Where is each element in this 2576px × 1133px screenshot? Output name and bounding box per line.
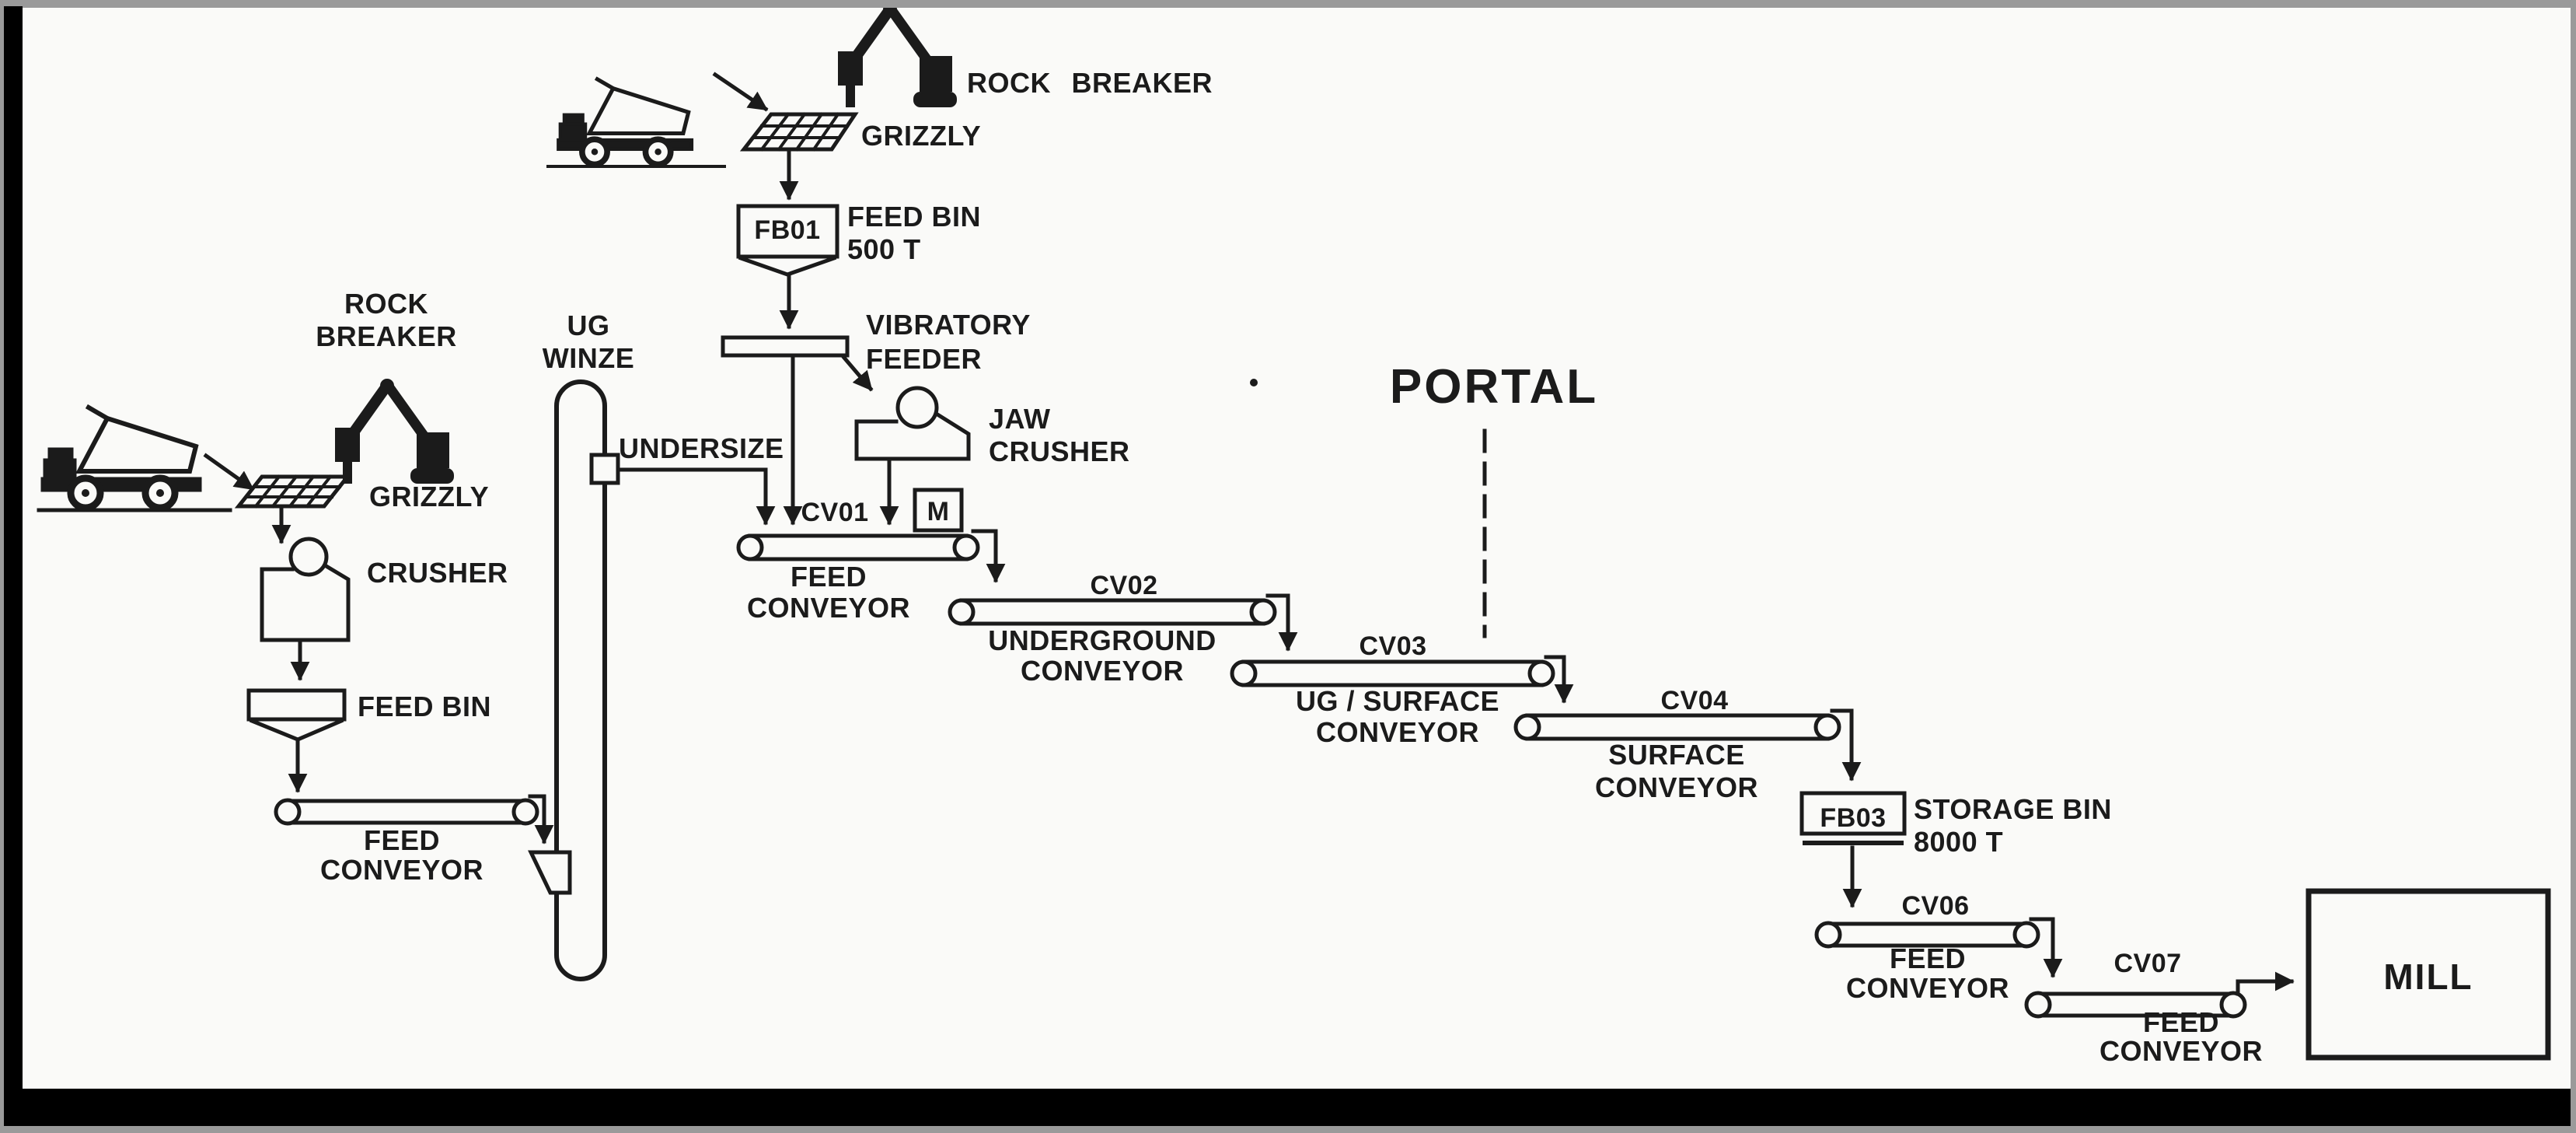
label-cv07-name: FEED CONVEYOR	[2099, 1006, 2264, 1067]
label-motor: M	[927, 497, 950, 526]
frame-bottom-bar	[4, 1089, 2571, 1126]
conveyor-cv03	[1230, 655, 1574, 704]
feed-bin-fb01	[736, 204, 839, 277]
frame-left-bar	[4, 6, 23, 1128]
vibratory-feeder-icon	[721, 335, 850, 358]
label-grizzly-top: GRIZZLY	[861, 120, 982, 152]
label-cv04-tag: CV04	[1660, 686, 1729, 715]
label-vibratory-feeder: VIBRATORY FEEDER	[866, 309, 1031, 375]
winze-chute-icon	[528, 850, 572, 895]
rock-breaker-icon	[838, 2, 957, 107]
frame-top-strip	[0, 0, 2576, 8]
frame-left-gray	[0, 0, 4, 1133]
label-cv01-name: FEED CONVEYOR	[746, 561, 911, 624]
label-grizzly-left: GRIZZLY	[369, 481, 490, 512]
label-cv03-name: UG / SURFACE CONVEYOR	[1295, 685, 1500, 748]
conveyor-left-feed	[274, 794, 554, 845]
arrow-truck-to-grizzly-left	[203, 453, 255, 491]
undersize-line	[589, 453, 776, 526]
feed-bin-left-icon	[246, 688, 347, 742]
conveyor-cv06	[1814, 917, 2063, 978]
rock-breaker-icon	[335, 379, 454, 484]
label-jaw-crusher: JAW CRUSHER	[989, 403, 1130, 467]
label-cv04-name: SURFACE CONVEYOR	[1594, 739, 1759, 803]
arrow-feeder-to-jaw-crusher	[841, 355, 874, 392]
label-crusher-left: CRUSHER	[367, 557, 508, 589]
label-fb01-tag: FB01	[754, 215, 821, 245]
label-fb03-tag: FB03	[1820, 803, 1887, 833]
label-feed-bin-left: FEED BIN	[358, 691, 492, 722]
storage-bin-fb03	[1799, 791, 1907, 845]
label-cv07-tag: CV07	[2114, 949, 2182, 978]
crusher-icon	[260, 537, 351, 642]
conveyor-cv04	[1513, 708, 1862, 782]
frame-right-strip	[2571, 0, 2576, 1133]
label-cv06-name: FEED CONVEYOR	[1845, 942, 2010, 1004]
label-rock-breaker-left: ROCK BREAKER	[316, 288, 457, 352]
label-cv02-tag: CV02	[1090, 571, 1158, 600]
truck-icon	[558, 79, 692, 165]
arrow-truck-to-grizzly-top	[712, 72, 769, 112]
ug-winze-shaft	[554, 379, 607, 981]
label-cv06-tag: CV06	[1901, 891, 1970, 921]
winze-grizzly-box	[589, 453, 620, 485]
label-fb01-name: FEED BIN 500 T	[847, 201, 982, 265]
label-cv01-tag: CV01	[801, 498, 869, 527]
grizzly-icon	[234, 474, 352, 509]
label-rock-breaker-top: ROCK BREAKER	[967, 67, 1213, 99]
label-undersize: UNDERSIZE	[619, 432, 784, 464]
frame-bottom-strip	[0, 1126, 2576, 1133]
label-portal: PORTAL	[1389, 360, 1599, 414]
conveyor-cv01	[736, 529, 1006, 583]
motor-box	[913, 488, 964, 533]
label-mill: MILL	[2383, 956, 2473, 997]
jaw-crusher-icon	[854, 386, 971, 461]
label-feed-conveyor-left: FEED CONVEYOR	[319, 824, 484, 886]
grizzly-icon	[739, 112, 859, 152]
conveyor-cv02	[948, 593, 1298, 652]
label-storage-bin: STORAGE BIN 8000 T	[1914, 793, 2112, 858]
artifact-dot	[1250, 379, 1258, 386]
mill-box	[2305, 888, 2551, 1061]
truck-icon	[40, 404, 202, 512]
conveyor-cv07	[2024, 971, 2295, 1019]
label-cv03-tag: CV03	[1359, 631, 1427, 661]
label-ug-winze: UG WINZE	[542, 309, 635, 374]
label-cv02-name: UNDERGROUND CONVEYOR	[988, 624, 1216, 687]
